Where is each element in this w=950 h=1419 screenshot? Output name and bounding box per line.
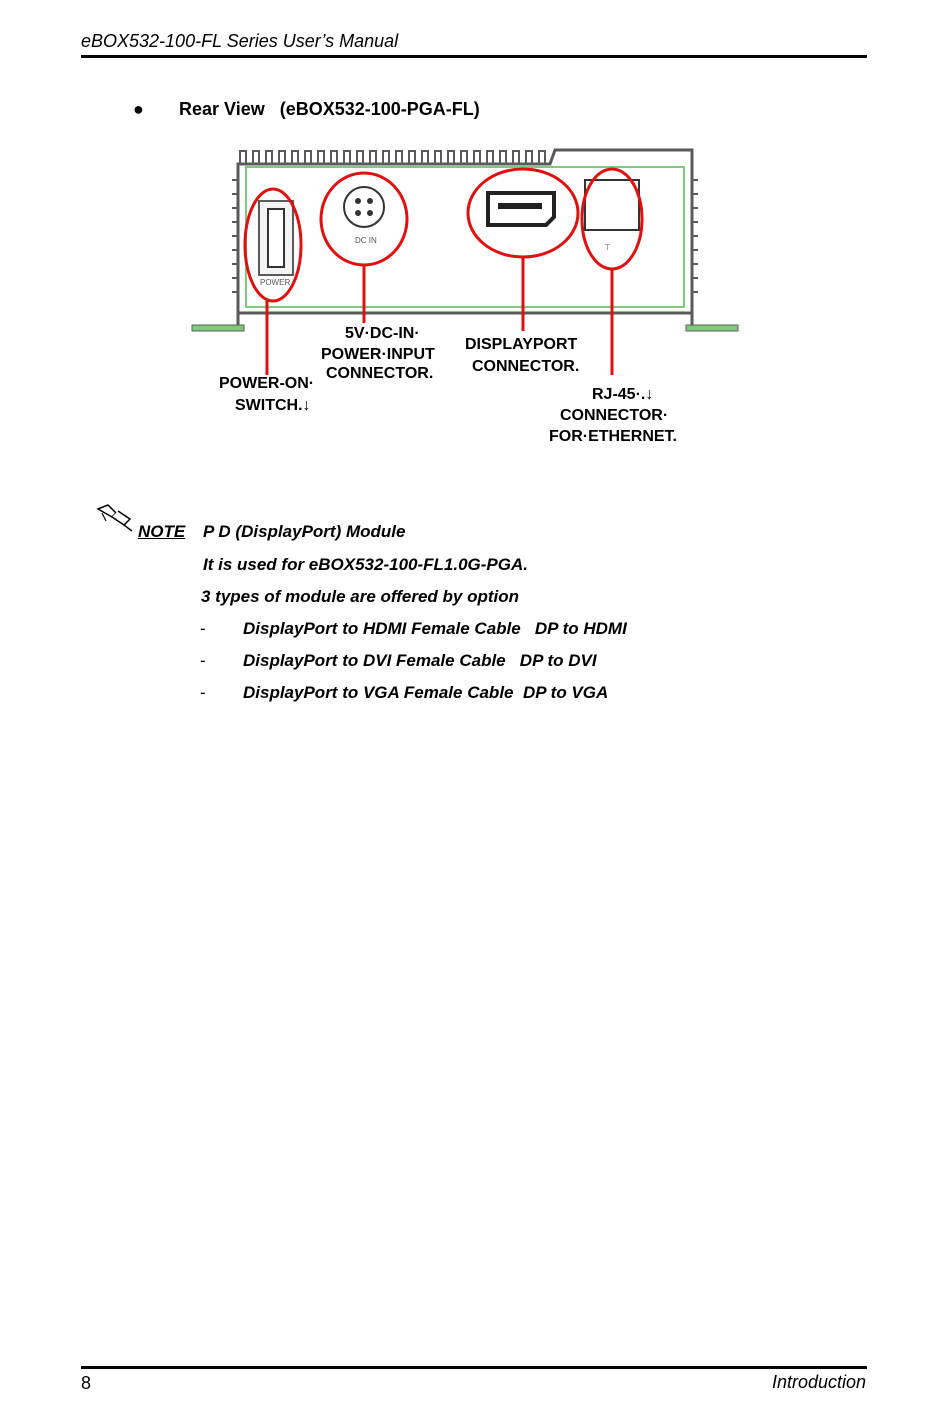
bullet-icon: ● xyxy=(133,99,144,119)
fin xyxy=(512,150,520,164)
flange-tab-right xyxy=(685,324,739,332)
list-item-dash: - xyxy=(200,683,206,702)
fin xyxy=(382,150,390,164)
label-dc-in-3: CONNECTOR. xyxy=(326,365,433,382)
list-item-dash: - xyxy=(200,619,206,638)
list-item: DisplayPort to HDMI Female Cable DP to H… xyxy=(243,619,627,638)
fin xyxy=(252,150,260,164)
pushpin-note-icon xyxy=(96,504,133,532)
mounting-flange xyxy=(192,311,738,331)
fin xyxy=(434,150,442,164)
ethernet-symbol-icon: ⊤ xyxy=(604,243,611,252)
fin xyxy=(265,150,273,164)
rj45-port xyxy=(584,179,640,231)
list-item-dash: - xyxy=(200,651,206,670)
fin xyxy=(486,150,494,164)
fin xyxy=(330,150,338,164)
fin xyxy=(239,150,247,164)
label-dc-in-1: 5V·DC-IN· xyxy=(345,325,420,342)
fin xyxy=(499,150,507,164)
fin xyxy=(304,150,312,164)
dc-in-pin xyxy=(355,210,361,216)
list-item: DisplayPort to VGA Female Cable DP to VG… xyxy=(243,683,609,702)
dc-in-pin xyxy=(367,198,373,204)
note-line-2: 3 types of module are offered by option xyxy=(201,587,520,606)
label-displayport-1: DISPLAYPORT xyxy=(465,336,578,353)
header-rule xyxy=(81,55,867,58)
label-rj45-2: CONNECTOR· xyxy=(560,407,668,424)
fin xyxy=(291,150,299,164)
dc-in-marking: DC IN xyxy=(355,236,377,245)
section-title: Rear View (eBOX532-100-PGA-FL) xyxy=(179,99,480,119)
note-line-1: It is used for eBOX532-100-FL1.0G-PGA. xyxy=(203,555,528,574)
page-header-title: eBOX532-100-FL Series User’s Manual xyxy=(81,31,399,51)
fin xyxy=(421,150,429,164)
flange-tab-left xyxy=(191,324,245,332)
page-number: 8 xyxy=(81,1373,92,1393)
label-power-switch-1: POWER-ON· xyxy=(219,375,314,392)
power-switch-highlight xyxy=(243,187,303,303)
cooling-fins-side xyxy=(232,179,698,293)
fin xyxy=(473,150,481,164)
label-displayport-2: CONNECTOR. xyxy=(472,358,579,375)
dc-in-pin xyxy=(355,198,361,204)
note-heading: P D (DisplayPort) Module xyxy=(203,522,406,541)
fin xyxy=(317,150,325,164)
fin xyxy=(408,150,416,164)
label-rj45-1: RJ-45·.↓ xyxy=(592,386,653,403)
fin xyxy=(395,150,403,164)
power-switch-rocker xyxy=(267,208,285,268)
footer-rule xyxy=(81,1366,867,1369)
fin xyxy=(447,150,455,164)
dc-in-jack xyxy=(343,186,385,228)
label-dc-in-2: POWER·INPUT xyxy=(321,346,435,363)
fin xyxy=(356,150,364,164)
footer-section-title: Introduction xyxy=(771,1372,866,1392)
label-power-switch-2: SWITCH.↓ xyxy=(235,397,311,414)
fin xyxy=(538,150,546,164)
dc-in-pin xyxy=(367,210,373,216)
cooling-fins-top xyxy=(239,150,546,164)
fin xyxy=(460,150,468,164)
fin xyxy=(525,150,533,164)
displayport-tongue xyxy=(498,203,542,209)
label-rj45-3: FOR·ETHERNET. xyxy=(549,428,677,445)
list-item: DisplayPort to DVI Female Cable DP to DV… xyxy=(243,651,597,670)
note-label: NOTE xyxy=(138,522,186,541)
power-switch-marking: POWER xyxy=(260,278,290,287)
fin xyxy=(278,150,286,164)
fin xyxy=(369,150,377,164)
fin xyxy=(343,150,351,164)
rear-view-diagram: POWER DC IN ⊤ POWER-ON· SWITCH.↓ 5V·DC-I… xyxy=(191,148,739,445)
